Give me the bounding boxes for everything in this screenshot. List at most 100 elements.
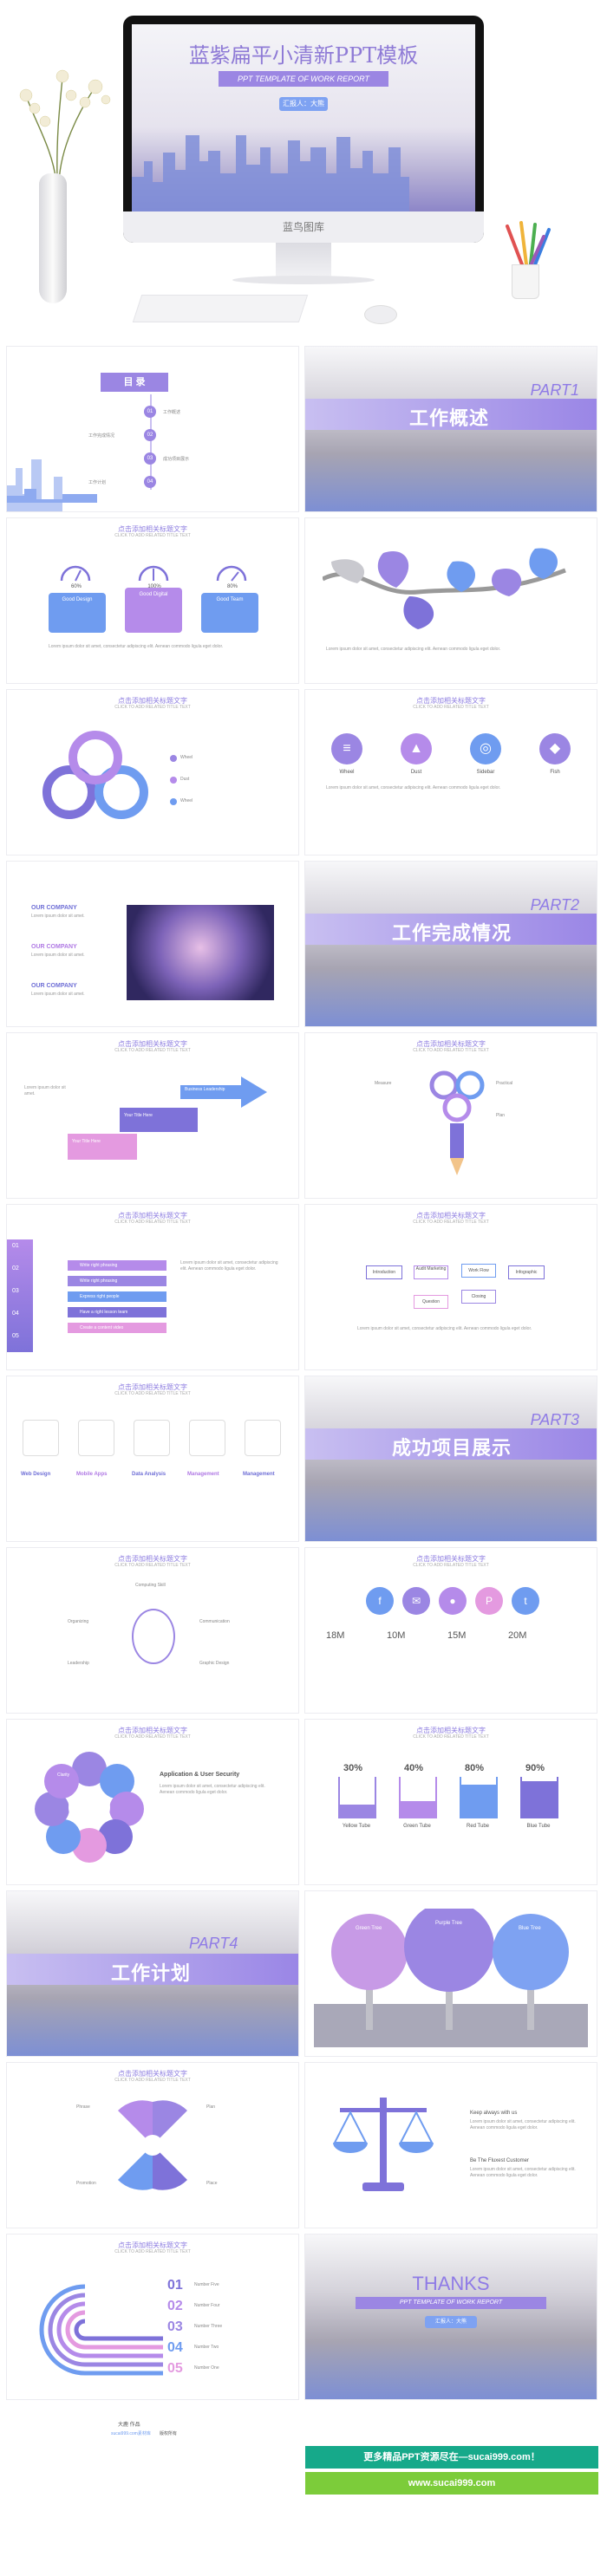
tube-value: 90% bbox=[525, 1763, 545, 1773]
slide-flower: 点击添加相关标题文字 CLICK TO ADD RELATED TITLE TE… bbox=[7, 1720, 298, 1884]
image-icon bbox=[189, 1420, 225, 1456]
step-number: 05 bbox=[12, 1333, 19, 1339]
step-label: Create a content video bbox=[68, 1323, 166, 1333]
tube bbox=[399, 1777, 437, 1818]
body-text: Lorem ipsum dolor sit amet, consectetur … bbox=[160, 1784, 265, 1795]
twitter-icon: t bbox=[512, 1587, 539, 1615]
section-stripe bbox=[305, 914, 597, 945]
toc-item[interactable]: 工作概述 bbox=[163, 410, 181, 415]
section-part: PART4 bbox=[189, 1935, 238, 1952]
icon-label: Sidebar bbox=[476, 770, 495, 775]
bullet-dot bbox=[170, 755, 177, 762]
flower-vase-illustration bbox=[19, 69, 111, 182]
ring-number: 05 bbox=[167, 2361, 183, 2376]
step-number: 02 bbox=[12, 1265, 19, 1272]
toc-item[interactable]: 成功项目展示 bbox=[163, 457, 190, 462]
skill-label: Communication bbox=[199, 1619, 230, 1624]
slide-circle-items: 点击添加相关标题文字 CLICK TO ADD RELATED TITLE TE… bbox=[7, 1548, 298, 1713]
slide-trees: Green Tree Purple Tree Blue Tree bbox=[305, 1891, 597, 2056]
footer-card: 大鹿 作品 sucai999.com素材库 版权所有 bbox=[7, 2406, 298, 2571]
company-title: OUR COMPANY bbox=[31, 944, 77, 950]
ring-number: 02 bbox=[167, 2299, 183, 2313]
slide-section-3: PART3 成功项目展示 bbox=[305, 1376, 597, 1541]
body-text: Lorem ipsum dolor sit amet. bbox=[31, 953, 85, 958]
tree-label: Blue Tree bbox=[519, 1926, 541, 1931]
ring-label: Number Four bbox=[194, 2303, 220, 2308]
slide-header: 点击添加相关标题文字 bbox=[118, 697, 187, 705]
monitor-screen: 蓝紫扁平小清新PPT模板 PPT TEMPLATE OF WORK REPORT… bbox=[132, 24, 475, 211]
cross-label: Phrase bbox=[76, 2104, 90, 2110]
flow-node: Closing bbox=[461, 1290, 496, 1304]
flower-diagram bbox=[35, 1752, 144, 1863]
skill-label: Organizing bbox=[68, 1619, 89, 1624]
promo-banner[interactable]: 更多精品PPT资源尽在—sucai999.com！ bbox=[305, 2446, 598, 2469]
slide-header: 点击添加相关标题文字 bbox=[118, 2241, 187, 2249]
cross-diagram bbox=[118, 2100, 187, 2190]
body-text: Lorem ipsum dolor sit amet, consectetur … bbox=[326, 785, 501, 790]
footer-name: 大鹿 作品 bbox=[118, 2423, 140, 2428]
mail-icon: ✉ bbox=[402, 1587, 430, 1615]
gauge-label: Good Design bbox=[62, 597, 93, 602]
slide-subheader: CLICK TO ADD RELATED TITLE TEXT bbox=[114, 1220, 191, 1225]
slide-tubes: 点击添加相关标题文字 CLICK TO ADD RELATED TITLE TE… bbox=[305, 1720, 597, 1884]
cross-label: Promotion bbox=[76, 2181, 96, 2186]
company-title: OUR COMPANY bbox=[31, 905, 77, 911]
body-text: Lorem ipsum dolor sit amet, consectetur … bbox=[357, 1326, 532, 1331]
design-label: Web Design bbox=[21, 1472, 51, 1477]
body-text: Lorem ipsum dolor sit amet, consectetur … bbox=[180, 1260, 278, 1272]
tube bbox=[460, 1777, 498, 1818]
tree-label: Purple Tree bbox=[435, 1921, 463, 1926]
section-part: PART2 bbox=[530, 896, 579, 914]
slide-header: 点击添加相关标题文字 bbox=[416, 1555, 486, 1563]
promo-link[interactable]: www.sucai999.com bbox=[305, 2472, 598, 2495]
toc-number: 01 bbox=[144, 406, 156, 418]
menu-icon: ≡ bbox=[331, 733, 362, 764]
thanks-title: THANKS bbox=[412, 2273, 490, 2294]
gauge-label: Good Team bbox=[216, 597, 244, 602]
trees-illustration bbox=[314, 1909, 588, 2047]
section-title: 工作概述 bbox=[409, 407, 490, 429]
slide-subheader: CLICK TO ADD RELATED TITLE TEXT bbox=[114, 1391, 191, 1396]
flow-node: Infographic bbox=[508, 1265, 545, 1279]
toc-number: 04 bbox=[144, 476, 156, 488]
slide-toc: 目 录 01 工作概述 02 工作完成情况 03 成功项目展示 04 工作计划 bbox=[7, 347, 298, 511]
arrow-label: Business Leadership bbox=[185, 1087, 225, 1092]
facebook-icon: f bbox=[366, 1587, 394, 1615]
slide-company: OUR COMPANY Lorem ipsum dolor sit amet. … bbox=[7, 862, 298, 1026]
slide-header: 点击添加相关标题文字 bbox=[416, 1727, 486, 1734]
step-label: Write right phrasing bbox=[68, 1260, 166, 1271]
city-skyline bbox=[7, 459, 97, 511]
keyboard bbox=[132, 295, 309, 322]
footer-rights: 版权所有 bbox=[160, 2431, 178, 2436]
step-label: Express right people bbox=[68, 1291, 166, 1302]
hero-reporter: 汇报人：大熊 bbox=[279, 97, 328, 111]
slide-subheader: CLICK TO ADD RELATED TITLE TEXT bbox=[114, 1734, 191, 1740]
gauge-card: Good Digital bbox=[125, 588, 182, 633]
body-text: Lorem ipsum dolor sit amet, consectetur … bbox=[326, 647, 501, 652]
petal-label: Get Paid bbox=[80, 1870, 97, 1876]
body-text: Lorem ipsum dolor sit amet. bbox=[31, 914, 85, 919]
pencil-label: Measure bbox=[375, 1081, 392, 1086]
toc-item[interactable]: 工作计划 bbox=[88, 480, 107, 485]
skill-label: Graphic Design bbox=[199, 1661, 230, 1666]
monitor-icon bbox=[23, 1420, 59, 1456]
flickr-icon: ● bbox=[439, 1587, 467, 1615]
toc-item[interactable]: 工作完成情况 bbox=[88, 433, 115, 439]
slide-icons4: 点击添加相关标题文字 CLICK TO ADD RELATED TITLE TE… bbox=[305, 690, 597, 855]
brand-text: 蓝鸟图库 bbox=[123, 211, 484, 243]
slide-section-1: PART1 工作概述 bbox=[305, 347, 597, 511]
slide-header: 点击添加相关标题文字 bbox=[118, 1383, 187, 1391]
slide-subheader: CLICK TO ADD RELATED TITLE TEXT bbox=[114, 1563, 191, 1568]
tube bbox=[520, 1777, 558, 1818]
slide-section-2: PART2 工作完成情况 bbox=[305, 862, 597, 1026]
pencil-label: Plan bbox=[496, 1113, 506, 1118]
slide-subheader: CLICK TO ADD RELATED TITLE TEXT bbox=[114, 533, 191, 538]
slide-subheader: CLICK TO ADD RELATED TITLE TEXT bbox=[413, 1048, 489, 1053]
galaxy-image bbox=[127, 905, 274, 1000]
footer-site[interactable]: sucai999.com素材库 bbox=[111, 2431, 151, 2436]
cross-label: Plan bbox=[206, 2104, 216, 2110]
slide-cross: 点击添加相关标题文字 CLICK TO ADD RELATED TITLE TE… bbox=[7, 2063, 298, 2228]
monitor-base bbox=[232, 276, 375, 284]
body-text: Lorem ipsum dolor sit amet, consectetur … bbox=[470, 2119, 576, 2130]
flow-node: Introduction bbox=[366, 1265, 402, 1279]
